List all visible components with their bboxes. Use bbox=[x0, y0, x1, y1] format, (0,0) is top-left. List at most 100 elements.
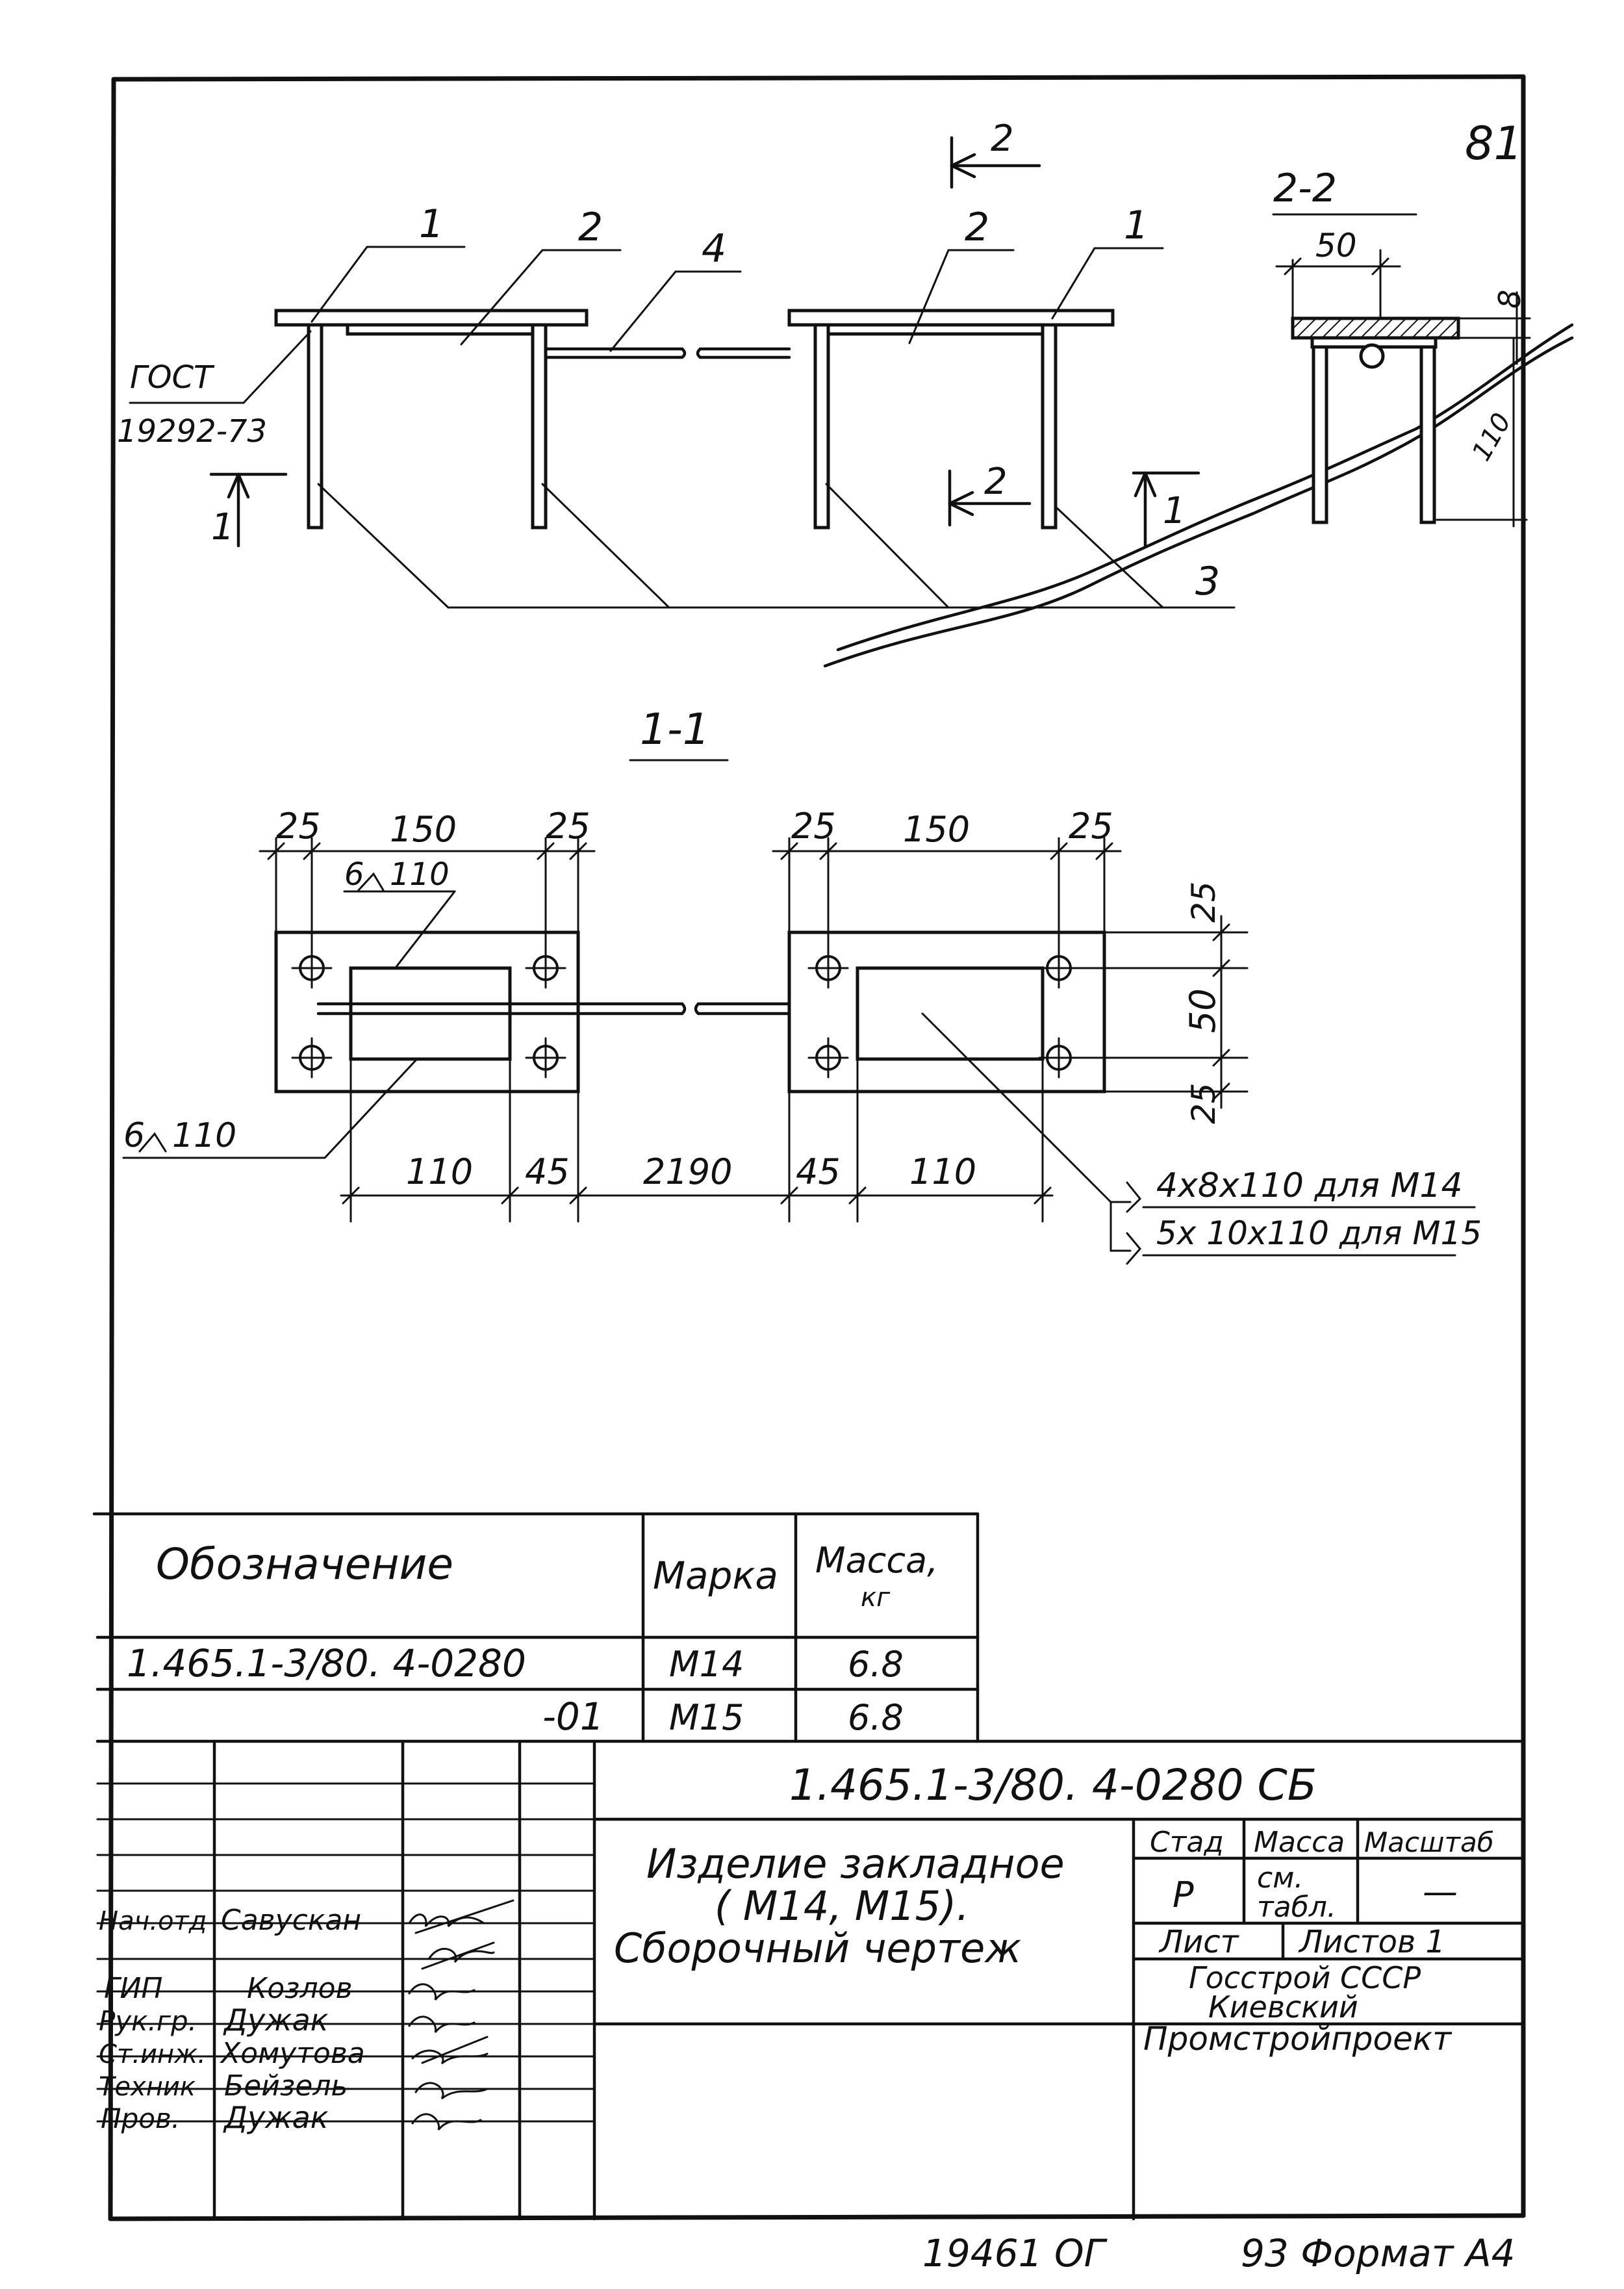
person-role: Пров. bbox=[101, 2103, 180, 2134]
anchor-leg bbox=[531, 323, 548, 530]
org-line: Промстройпроект bbox=[1143, 2020, 1453, 2058]
gost-label: ГОСТ bbox=[130, 359, 215, 396]
spec-row-mass: 6.8 bbox=[848, 1644, 904, 1685]
dim-25: 25 bbox=[546, 806, 590, 847]
section-mark-1: 1 bbox=[1163, 490, 1186, 532]
anchor-rod bbox=[346, 323, 538, 336]
sheet-label: Лист bbox=[1158, 1924, 1240, 1960]
bottom-dimensions: 110 45 2190 45 110 bbox=[340, 1058, 1054, 1223]
section-bar bbox=[1359, 343, 1385, 369]
person-name: Бейзель bbox=[224, 2069, 348, 2103]
person-role: Рук.гр. bbox=[99, 2005, 197, 2037]
top-dimensions: 25 150 25 25 150 25 bbox=[259, 806, 1122, 956]
section-mark-1: 1 bbox=[211, 506, 235, 548]
person-name: Козлов bbox=[247, 1972, 353, 2005]
section-2-2-title: 2-2 bbox=[1273, 166, 1337, 211]
vertical-dimensions: 25 50 25 bbox=[1077, 881, 1249, 1124]
dim-2190: 2190 bbox=[643, 1151, 732, 1192]
footer-copied: 19461 ОГ bbox=[922, 2231, 1108, 2275]
leader-label-4: 4 bbox=[702, 226, 726, 272]
dim-150: 150 bbox=[390, 809, 457, 850]
spec-row-mark: М15 bbox=[669, 1697, 744, 1738]
leader-label-1: 1 bbox=[419, 201, 444, 247]
dim-25: 25 bbox=[1069, 806, 1113, 847]
weld-length: 110 bbox=[390, 856, 450, 893]
person-name: Дужак bbox=[223, 2002, 329, 2038]
dim-150: 150 bbox=[903, 809, 970, 850]
title-line: Изделие закладное bbox=[646, 1840, 1065, 1887]
person-role: Нач.отд bbox=[99, 1906, 207, 1936]
spec-row-designation: -01 bbox=[542, 1694, 604, 1739]
mass-label: Масса bbox=[1254, 1826, 1345, 1859]
weld-bottom: 6 110 bbox=[122, 1059, 417, 1159]
anchor-rod bbox=[826, 323, 1045, 336]
dim-25: 25 bbox=[1185, 1082, 1223, 1124]
person-name: Дужак bbox=[223, 2100, 329, 2135]
anchor-hole bbox=[525, 1037, 566, 1079]
mass-value: табл. bbox=[1257, 1891, 1336, 1924]
section-mark-2: 2 bbox=[991, 118, 1014, 160]
anchor-hole bbox=[1038, 947, 1080, 989]
section-plate bbox=[1291, 316, 1460, 340]
dim-50: 50 bbox=[1315, 227, 1357, 264]
dim-45: 45 bbox=[796, 1151, 841, 1192]
spec-header-mark: Марка bbox=[653, 1554, 778, 1598]
dim-45: 45 bbox=[525, 1151, 570, 1192]
spec-table: Обозначение Марка Масса, кг 1.465.1-3/80… bbox=[92, 1512, 1525, 1743]
break-line bbox=[836, 323, 1574, 652]
section-1-1: 1-1 bbox=[122, 704, 1482, 1265]
part-leaders: 1 2 4 2 1 3 ГОСТ 19292-73 bbox=[117, 201, 1236, 609]
dim-25: 25 bbox=[276, 806, 321, 847]
sheet-number: 81 bbox=[1465, 117, 1523, 170]
spec-header-mass-unit: кг bbox=[861, 1583, 891, 1613]
weld-length: 110 bbox=[172, 1116, 236, 1155]
plate-right bbox=[787, 309, 1115, 327]
signatures bbox=[408, 1899, 514, 2130]
person-name: Савускан bbox=[221, 1904, 361, 1937]
spec-row-designation: 1.465.1-3/80. 4-0280 bbox=[127, 1641, 526, 1685]
dim-50: 50 bbox=[1182, 988, 1223, 1033]
sheets-label: Листов 1 bbox=[1298, 1924, 1445, 1960]
weld-note: 4x8x110 для М14 5x 10x110 для М15 bbox=[921, 1012, 1482, 1265]
weld-triangle-icon bbox=[138, 1132, 167, 1153]
person-role: Техник bbox=[99, 2072, 196, 2102]
org-line: Госстрой СССР bbox=[1189, 1960, 1421, 1995]
weld-top: 6 110 bbox=[343, 856, 456, 968]
section-leg bbox=[1312, 345, 1328, 524]
person-role: Ст.инж. bbox=[99, 2040, 206, 2069]
break-line bbox=[823, 336, 1574, 668]
anchor-hole bbox=[291, 947, 333, 989]
leader-label-3: 3 bbox=[1195, 559, 1220, 604]
anchor-hole bbox=[291, 1037, 333, 1079]
mass-value: см. bbox=[1257, 1861, 1303, 1895]
stage-label: Стад bbox=[1150, 1826, 1224, 1859]
anchor-hole bbox=[525, 947, 566, 989]
anchor-leg bbox=[307, 323, 324, 530]
plan-anchor-strip bbox=[856, 966, 1045, 1061]
dim-25: 25 bbox=[791, 806, 836, 847]
footer-format: 93 Формат А4 bbox=[1241, 2231, 1516, 2275]
dim-110: 110 bbox=[909, 1151, 976, 1192]
elevation-view bbox=[274, 309, 1115, 530]
doc-code: 1.465.1-3/80. 4-0280 СБ bbox=[789, 1760, 1317, 1810]
title-block: 1.465.1-3/80. 4-0280 СБ Изделие закладно… bbox=[96, 1739, 1525, 2221]
anchor-hole bbox=[807, 1037, 849, 1079]
anchor-hole bbox=[1038, 1037, 1080, 1079]
leader-label-2: 2 bbox=[578, 205, 603, 250]
dim-8: 8 bbox=[1492, 290, 1527, 309]
gost-number: 19292-73 bbox=[117, 413, 267, 450]
section-marks: 2 2 1 1 bbox=[209, 118, 1200, 548]
section-2-2: 2-2 50 8 110 bbox=[1272, 166, 1531, 528]
anchor-leg bbox=[1041, 323, 1058, 530]
person-name: Хомутова bbox=[220, 2037, 365, 2070]
section-1-1-title: 1-1 bbox=[640, 704, 710, 754]
org-line: Киевский bbox=[1208, 1989, 1358, 2025]
title-line: Сборочный чертеж bbox=[614, 1925, 1021, 1972]
weld-triangle-icon bbox=[357, 872, 385, 891]
dim-110: 110 bbox=[1466, 408, 1517, 466]
sheet-frame bbox=[108, 74, 1526, 2221]
leader-label-1: 1 bbox=[1124, 203, 1148, 248]
leader-label-2: 2 bbox=[965, 205, 989, 250]
dim-110: 110 bbox=[406, 1151, 473, 1192]
